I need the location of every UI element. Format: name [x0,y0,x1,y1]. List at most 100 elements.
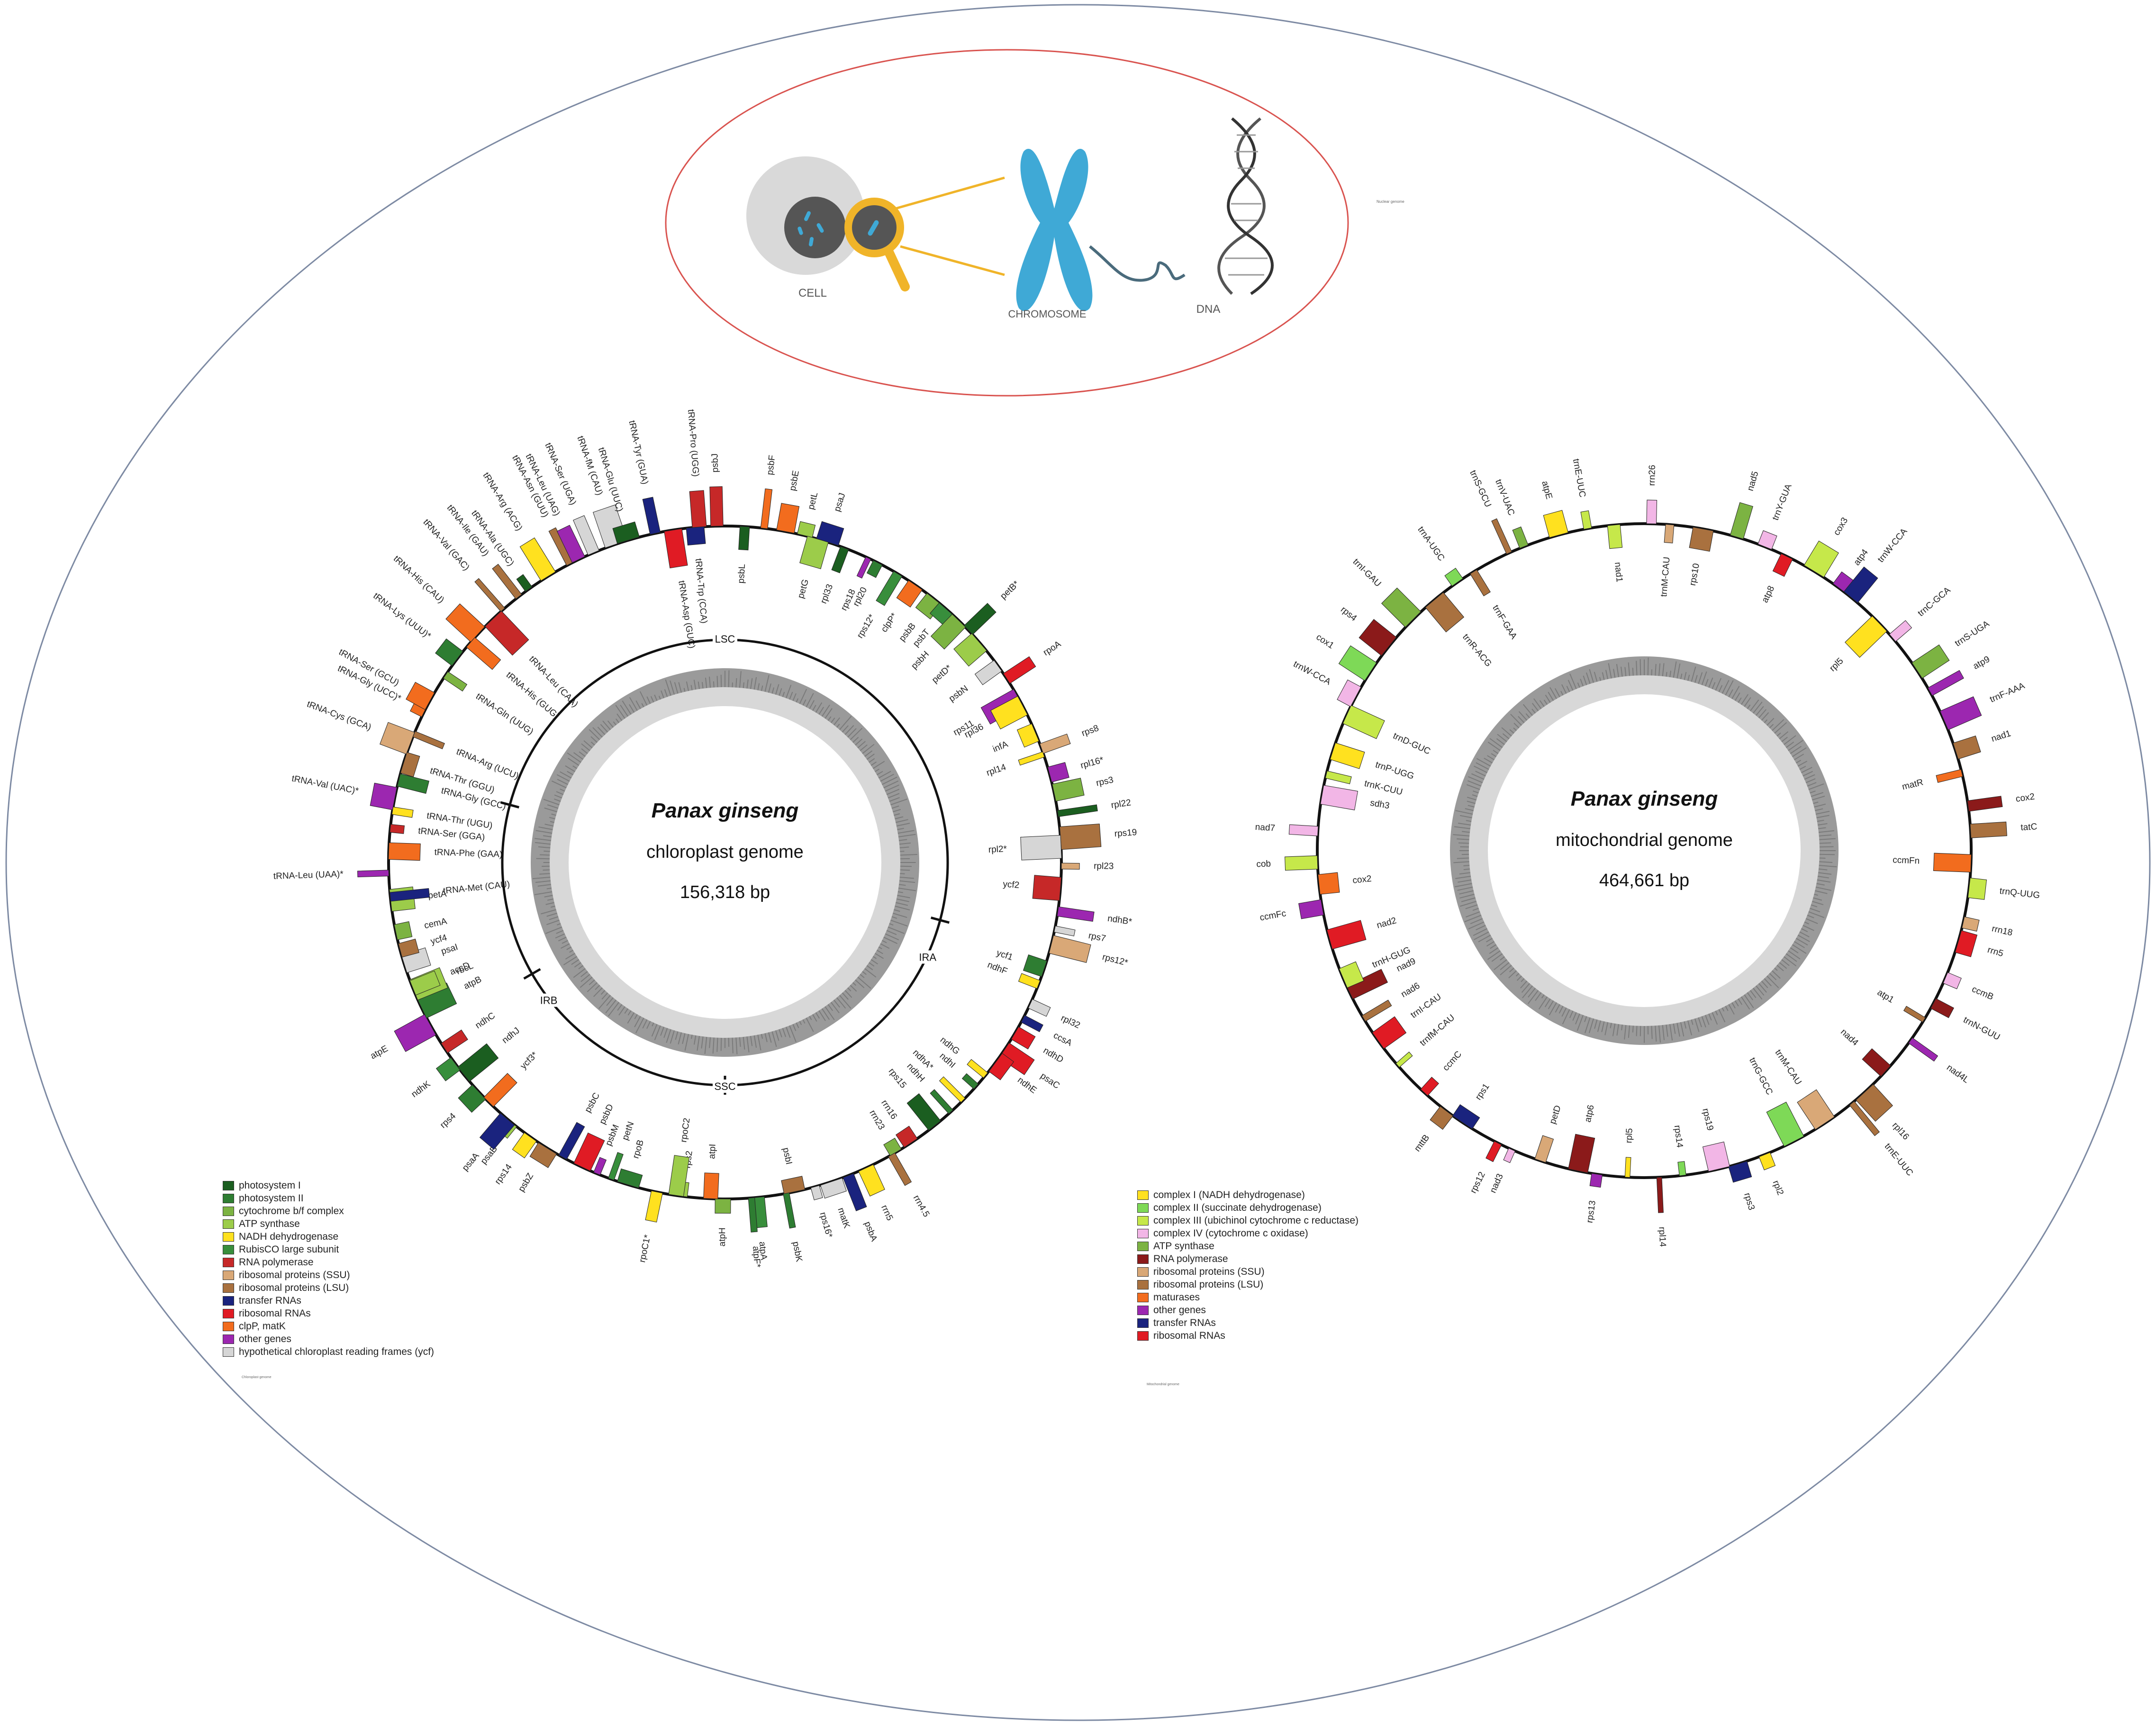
gene-label: ndhJ [500,1026,522,1045]
dna-helix-icon: DNA [1196,117,1274,316]
gene-block [783,1192,796,1229]
gene-label: nad1 [1990,728,2012,744]
mt-legend-item: RNA polymerase [1137,1253,1359,1265]
gene-block [906,1093,941,1131]
mt-legend-item: ribosomal proteins (SSU) [1137,1265,1359,1278]
gene-block [483,1073,517,1107]
gene-block [642,497,661,535]
gene-block [1772,553,1793,577]
legend-label: hypothetical chloroplast reading frames … [239,1346,435,1357]
gene-block [930,1089,953,1114]
cp-legend-item: cytochrome b/f complex [223,1205,434,1217]
gene-label: rrn5 [1986,945,2004,959]
gene-block [593,1157,607,1175]
gene-label: rps10 [1688,563,1702,587]
gene-block [435,638,463,666]
nucleus-boundary [665,49,1349,397]
gene-block [689,490,707,528]
gene-label: trnP-UGG [1374,760,1415,781]
cp-legend-item: transfer RNAs [223,1294,434,1307]
gene-block [617,1168,643,1189]
gene-label: trnE-UUC [1571,458,1587,498]
legend-swatch [223,1244,234,1254]
genome-size: 156,318 bp [680,882,770,902]
gene-label: ycf4 [430,933,449,946]
legend-label: photosystem II [239,1193,304,1204]
gene-block [896,580,923,608]
gene-label: rps14 [1672,1125,1685,1148]
gene-block [435,1057,461,1081]
legend-swatch [1137,1228,1149,1238]
gene-label: nad3 [1488,1172,1505,1195]
region-label-bg [713,632,737,645]
gene-label: ycf2 [1003,879,1020,890]
gene-block [370,782,398,810]
gene-block [412,731,445,750]
gene-block [1285,855,1318,871]
gene-label: atp1 [1875,988,1896,1005]
gene-label: petD [1548,1104,1563,1126]
gene-label: rpl14 [985,762,1007,778]
gene-block [1766,1101,1804,1147]
gene-block [1512,527,1529,549]
gene-label: ccmB [1970,984,1995,1002]
gene-label: rps4 [438,1111,458,1130]
gene-label: rps7 [1087,931,1106,944]
gene-block [390,888,430,902]
gene-label: nad4L [1945,1062,1971,1085]
genome-kind: mitochondrial genome [1556,830,1733,850]
legend-swatch [223,1180,234,1190]
gene-label: petD* [930,663,954,685]
gene-label: nad7 [1255,822,1275,833]
gc-content-profile [1453,657,1837,1043]
gene-label: trnK-CUU [1363,779,1404,798]
gene-label: cox1 [1314,632,1336,651]
gene-block [1491,518,1512,554]
cp-legend-item: ATP synthase [223,1217,434,1230]
gene-block [1337,679,1361,707]
gene-block [776,503,800,534]
zoom-line-bottom [900,245,1005,276]
gene-block [1862,1048,1891,1077]
gene-block [1444,568,1463,587]
gene-label: tRNA-Trp (CCA) [693,558,709,624]
gene-block [953,633,987,667]
gene-label: psaB [479,1144,500,1166]
gene-block [781,1176,806,1194]
gene-block [1936,769,1963,783]
gene-block [1057,804,1098,817]
gene-label: tRNA-Tyr (GUA) [627,419,650,485]
legend-swatch [1137,1203,1149,1213]
legend-label: ribosomal proteins (LSU) [239,1282,349,1293]
gene-block [391,807,414,818]
gene-block [664,528,688,569]
gene-block [939,1076,966,1103]
gene-block [1342,705,1385,739]
gene-label: matR [1901,777,1924,792]
gene-label: matK [835,1207,852,1230]
gene-label: infA [991,739,1010,754]
cp-legend-item: NADH dehydrogenase [223,1230,434,1243]
gene-label: rps3 [1742,1192,1757,1211]
region-label-bg [713,1080,737,1093]
mitochondrial-legend: complex I (NADH dehydrogenase)complex II… [1137,1189,1359,1342]
region-label-bg [915,950,940,964]
legend-label: other genes [239,1334,291,1344]
gene-label: nad6 [1399,981,1422,1000]
legend-swatch [223,1347,234,1357]
mt-legend-item: ATP synthase [1137,1240,1359,1253]
chloroplast-caption: Chloroplast genome [242,1376,272,1379]
gene-label: ycf3* [518,1050,540,1071]
gene-block [1503,1148,1516,1163]
gene-label: rps19 [1114,827,1137,839]
legend-label: complex IV (cytochrome c oxidase) [1153,1228,1308,1239]
chromosome-icon: CHROMOSOME [1008,149,1093,320]
gene-block [556,525,585,563]
gene-label: rps8 [1080,723,1100,738]
gene-block [1967,796,2003,812]
gene-label: rps13 [1585,1200,1598,1224]
gene-block [1452,1104,1480,1129]
gene-label: tRNA-Lys (UUU)* [371,591,433,641]
gene-label: rpl2* [988,844,1007,855]
